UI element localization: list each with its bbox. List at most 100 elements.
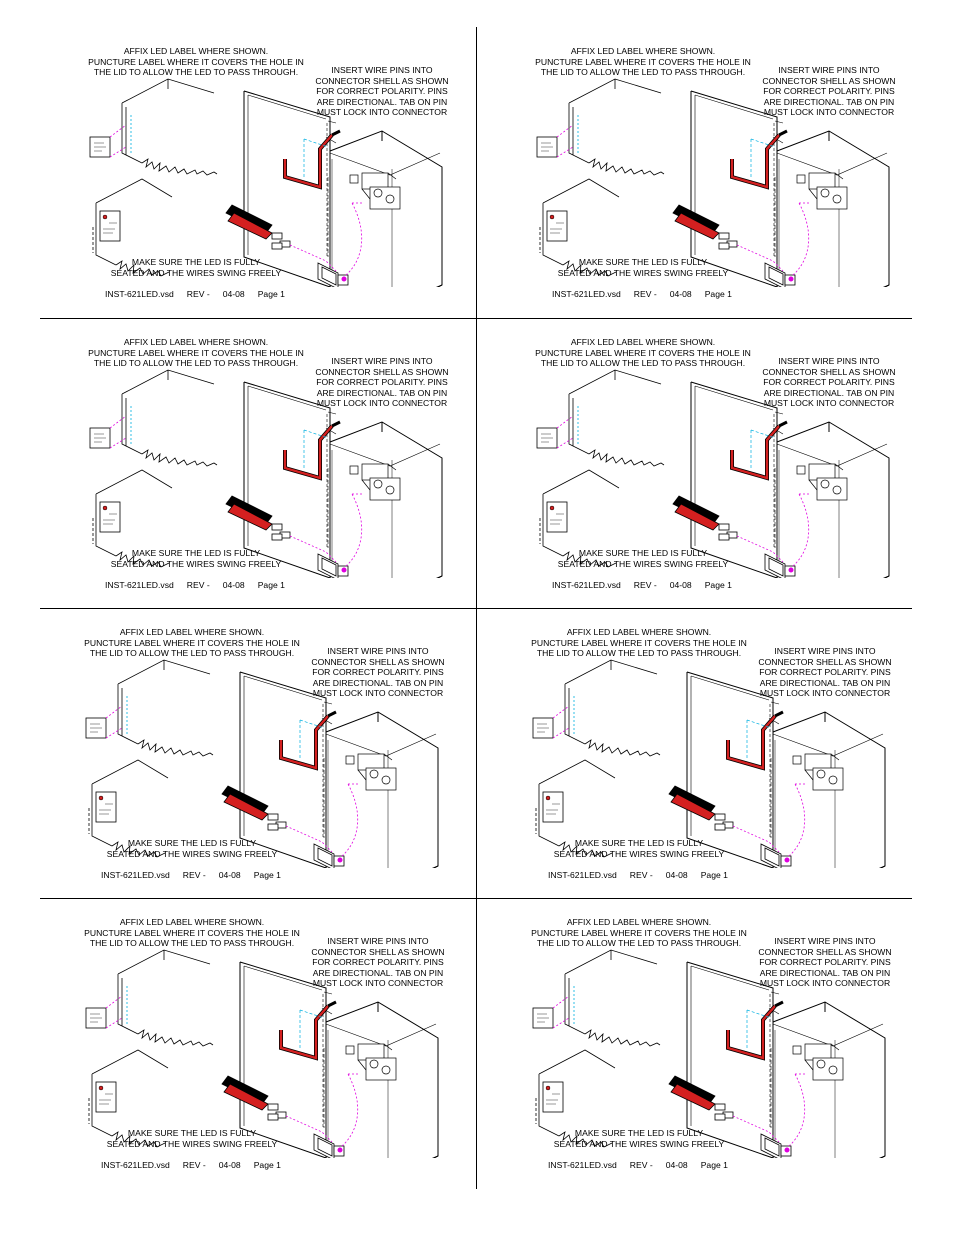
lid-corner-view-top [89, 369, 218, 467]
led-seating-instructions-line: SEATED AND THE WIRES SWING FREELY [106, 848, 278, 859]
circuit-board [345, 1043, 397, 1081]
footer-file: INST-621LED.vsd [552, 580, 621, 590]
instruction-panel: AFFIX LED LABEL WHERE SHOWN.PUNCTURE LAB… [36, 608, 472, 898]
affix-label-instructions-line: THE LID TO ALLOW THE LED TO PASS THROUGH… [540, 67, 746, 77]
red-wire-harness [279, 710, 337, 771]
affix-label-instructions-line: PUNCTURE LABEL WHERE IT COVERS THE HOLE … [84, 927, 300, 938]
wire-pin-instructions-line: ARE DIRECTIONAL. TAB ON PIN [316, 96, 448, 107]
wire-pin-instructions-line: CONNECTOR SHELL AS SHOWN [311, 946, 445, 957]
circuit-board [796, 172, 848, 210]
wire-pin-instructions-line: INSERT WIRE PINS INTO [331, 356, 433, 366]
footer-rev: REV - [633, 580, 657, 590]
led-seating-instructions-line: MAKE SURE THE LED IS FULLY [131, 257, 261, 267]
footer-rev: REV - [629, 1160, 653, 1170]
footer-date: 04-08 [218, 1160, 241, 1170]
wire-pin-instructions-line: MUST LOCK INTO CONNECTOR [763, 398, 895, 408]
connector-shell [764, 493, 810, 578]
affix-label-instructions-line: AFFIX LED LABEL WHERE SHOWN. [566, 917, 712, 927]
lid-corner-view-bottom [88, 759, 169, 858]
connector-shell [313, 1073, 359, 1158]
affix-label-instructions: AFFIX LED LABEL WHERE SHOWN.PUNCTURE LAB… [487, 46, 799, 78]
connector-shell [313, 783, 359, 868]
wire-pin-instructions-line: FOR CORRECT POLARITY. PINS [763, 86, 895, 96]
affix-label-instructions: AFFIX LED LABEL WHERE SHOWN.PUNCTURE LAB… [36, 627, 348, 659]
lid-corner-view-bottom [539, 469, 620, 568]
footer-rev: REV - [186, 580, 210, 590]
footer-page: Page 1 [704, 289, 732, 299]
led-seating-instructions-line: MAKE SURE THE LED IS FULLY [127, 838, 257, 848]
wire-pin-instructions-line: ARE DIRECTIONAL. TAB ON PIN [759, 677, 891, 688]
affix-label-instructions-line: AFFIX LED LABEL WHERE SHOWN. [119, 627, 265, 637]
connector-pins [225, 204, 337, 272]
connector-pins [225, 495, 337, 563]
lid-corner-view-bottom [88, 1049, 169, 1148]
connector-shell [317, 202, 363, 287]
installation-drawing [532, 949, 886, 1158]
led-seating-instructions-line: SEATED AND THE WIRES SWING FREELY [110, 267, 282, 278]
lid-corner-view-top [85, 949, 214, 1047]
wire-pin-instructions-line: FOR CORRECT POLARITY. PINS [312, 957, 444, 967]
affix-label-instructions: AFFIX LED LABEL WHERE SHOWN.PUNCTURE LAB… [40, 46, 352, 78]
led-seating-instructions-line: MAKE SURE THE LED IS FULLY [131, 548, 261, 558]
footer-date: 04-08 [665, 870, 688, 880]
affix-label-instructions-line: THE LID TO ALLOW THE LED TO PASS THROUGH… [89, 938, 295, 948]
wire-pin-instructions-line: FOR CORRECT POLARITY. PINS [763, 377, 895, 387]
connector-pins [668, 785, 780, 853]
grid-divider-1 [40, 318, 912, 319]
footer-page: Page 1 [700, 1160, 728, 1170]
enclosure [243, 381, 443, 578]
circuit-board [792, 1043, 844, 1081]
wire-pin-instructions-line: ARE DIRECTIONAL. TAB ON PIN [763, 387, 895, 398]
wire-pin-instructions-line: ARE DIRECTIONAL. TAB ON PIN [759, 967, 891, 978]
wire-pin-instructions-line: INSERT WIRE PINS INTO [774, 936, 876, 946]
footer-date: 04-08 [669, 289, 692, 299]
affix-label-instructions-line: THE LID TO ALLOW THE LED TO PASS THROUGH… [93, 358, 299, 368]
wire-pin-instructions-line: MUST LOCK INTO CONNECTOR [312, 978, 444, 988]
instruction-panel: AFFIX LED LABEL WHERE SHOWN.PUNCTURE LAB… [487, 318, 923, 608]
lid-corner-view-top [89, 78, 218, 176]
wire-pin-instructions-line: MUST LOCK INTO CONNECTOR [763, 107, 895, 117]
affix-label-instructions: AFFIX LED LABEL WHERE SHOWN.PUNCTURE LAB… [483, 917, 795, 949]
footer-page: Page 1 [253, 870, 281, 880]
affix-label-instructions-line: PUNCTURE LABEL WHERE IT COVERS THE HOLE … [535, 347, 751, 358]
led-seating-instructions-line: MAKE SURE THE LED IS FULLY [578, 257, 708, 267]
red-wire-harness [283, 129, 341, 190]
circuit-board [345, 753, 397, 791]
wire-pin-instructions-line: INSERT WIRE PINS INTO [327, 936, 429, 946]
affix-label-instructions-line: THE LID TO ALLOW THE LED TO PASS THROUGH… [93, 67, 299, 77]
wire-pin-instructions-line: MUST LOCK INTO CONNECTOR [312, 688, 444, 698]
connector-pins [672, 495, 784, 563]
footer-page: Page 1 [257, 289, 285, 299]
affix-label-instructions-line: AFFIX LED LABEL WHERE SHOWN. [570, 46, 716, 56]
footer-date: 04-08 [669, 580, 692, 590]
wire-pin-instructions-line: CONNECTOR SHELL AS SHOWN [758, 656, 892, 667]
lid-corner-view-top [536, 369, 665, 467]
wire-pin-instructions-line: FOR CORRECT POLARITY. PINS [759, 957, 891, 967]
footer-rev: REV - [629, 870, 653, 880]
instruction-panel: AFFIX LED LABEL WHERE SHOWN.PUNCTURE LAB… [40, 318, 476, 608]
footer-file: INST-621LED.vsd [101, 870, 170, 880]
lid-corner-view-top [85, 659, 214, 757]
wire-pin-instructions-line: CONNECTOR SHELL AS SHOWN [315, 75, 449, 86]
footer-page: Page 1 [257, 580, 285, 590]
connector-shell [764, 202, 810, 287]
wire-pin-instructions-line: INSERT WIRE PINS INTO [778, 356, 880, 366]
affix-label-instructions-line: AFFIX LED LABEL WHERE SHOWN. [119, 917, 265, 927]
wire-pin-instructions-line: CONNECTOR SHELL AS SHOWN [311, 656, 445, 667]
affix-label-instructions: AFFIX LED LABEL WHERE SHOWN.PUNCTURE LAB… [40, 337, 352, 369]
affix-label-instructions-line: AFFIX LED LABEL WHERE SHOWN. [123, 337, 269, 347]
red-wire-harness [283, 420, 341, 481]
